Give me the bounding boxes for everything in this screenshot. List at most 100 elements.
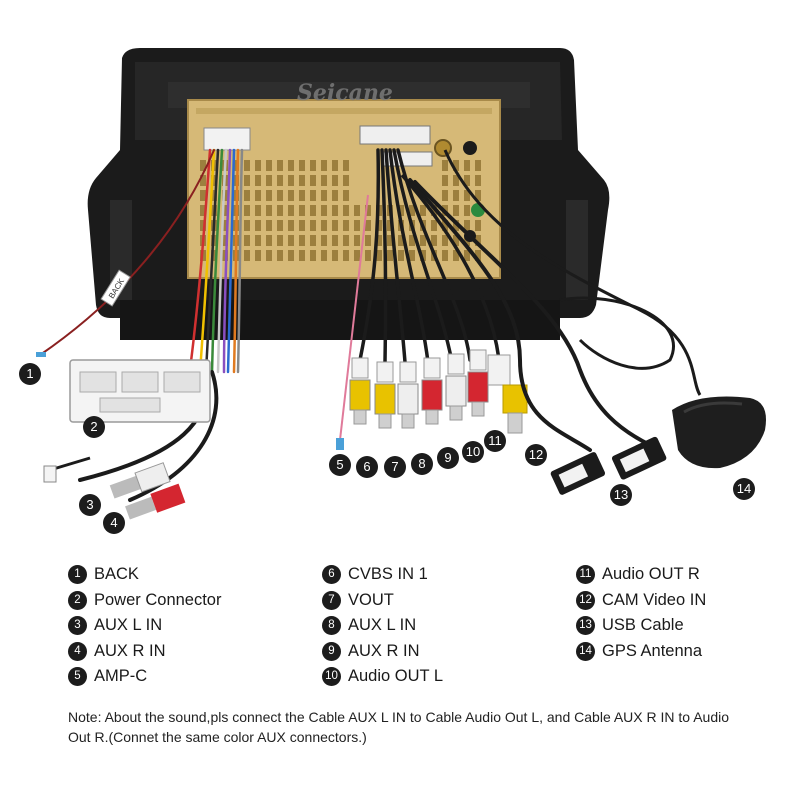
- chassis-vent-slot: [387, 220, 393, 231]
- aux-in-rca-plugs-left: [43, 456, 186, 520]
- chassis-vent-slot: [255, 160, 261, 171]
- legend-label: VOUT: [348, 590, 394, 609]
- chassis-vent-slot: [376, 220, 382, 231]
- chassis-vent-slot: [343, 205, 349, 216]
- chassis-vent-slot: [310, 205, 316, 216]
- chassis-vent-slot: [222, 205, 228, 216]
- chassis-vent-slot: [453, 160, 459, 171]
- chassis-vent-slot: [255, 220, 261, 231]
- callout-13: 13: [610, 484, 632, 506]
- legend-item: 10 Audio OUT L: [322, 664, 443, 690]
- chassis-vent-slot: [387, 235, 393, 246]
- gps-cable: [443, 149, 702, 396]
- chassis-vent-slot: [431, 220, 437, 231]
- chassis-vent-slot: [475, 235, 481, 246]
- callout-1: 1: [19, 363, 41, 385]
- chassis-vent-slot: [299, 220, 305, 231]
- chassis-vent-slot: [255, 250, 261, 261]
- chassis-vent-slot: [200, 175, 206, 186]
- chassis-vent-slot: [299, 205, 305, 216]
- legend-number: 12: [576, 590, 595, 610]
- usb-plug-2: [611, 436, 667, 480]
- chassis-vent-slot: [453, 205, 459, 216]
- callout-12: 12: [525, 444, 547, 466]
- chassis-vent-slot: [442, 250, 448, 261]
- chassis-vent-slot: [343, 160, 349, 171]
- legend-label: CVBS IN 1: [348, 565, 428, 584]
- chassis-vent-slot: [420, 235, 426, 246]
- brand-logo: Seicane: [297, 80, 393, 106]
- chassis-vent-slot: [464, 190, 470, 201]
- chassis-vent-slot: [332, 250, 338, 261]
- chassis-vent-slot: [398, 235, 404, 246]
- chassis-vent-slot: [332, 160, 338, 171]
- callout-2: 2: [83, 416, 105, 438]
- chassis-vent-slot: [277, 220, 283, 231]
- callout-7: 7: [384, 456, 406, 478]
- chassis-vent-slot: [409, 250, 415, 261]
- chassis-vent-slot: [354, 235, 360, 246]
- chassis-vent-slot: [200, 250, 206, 261]
- chassis-vent-slot: [266, 220, 272, 231]
- legend-label: AUX L IN: [94, 616, 163, 635]
- chassis-vent-slot: [475, 175, 481, 186]
- callout-3: 3: [79, 494, 101, 516]
- chassis-vent-slot: [321, 160, 327, 171]
- chassis-vent-slot: [299, 190, 305, 201]
- chassis-vent-slot: [211, 175, 217, 186]
- chassis-vent-slot: [310, 250, 316, 261]
- chassis-vent-slot: [310, 175, 316, 186]
- chassis-vent-slot: [321, 175, 327, 186]
- chassis-vent-slot: [222, 220, 228, 231]
- chassis-vent-slot: [464, 175, 470, 186]
- chassis-vent-slot: [475, 220, 481, 231]
- callout-4: 4: [103, 512, 125, 534]
- legend-label: AMP-C: [94, 667, 148, 686]
- callout-8: 8: [411, 453, 433, 475]
- chassis-vent-slot: [453, 250, 459, 261]
- chassis-vent-slot: [376, 250, 382, 261]
- legend-label: Audio OUT L: [348, 667, 444, 686]
- chassis-vent-slot: [255, 190, 261, 201]
- chassis-vent-slot: [222, 190, 228, 201]
- legend-number: 10: [322, 667, 341, 687]
- chassis-vent-slot: [332, 190, 338, 201]
- callout-5: 5: [329, 454, 351, 476]
- rca-plug-aux-l-in: [397, 361, 419, 429]
- chassis-vent-slot: [431, 235, 437, 246]
- chassis-vent-slot: [321, 190, 327, 201]
- chassis-vent-slot: [354, 220, 360, 231]
- chassis-vent-slot: [288, 235, 294, 246]
- chassis-vent-slot: [442, 235, 448, 246]
- callout-10: 10: [462, 441, 484, 463]
- amp-c-wire: [339, 194, 369, 441]
- chassis-vent-slot: [255, 235, 261, 246]
- chassis-vent-slot: [310, 160, 316, 171]
- rca-plug-audio-out-r: [467, 349, 489, 417]
- chassis-vent-slot: [288, 205, 294, 216]
- chassis-vent-slot: [409, 205, 415, 216]
- chassis-vent-slot: [288, 220, 294, 231]
- legend-number: 2: [68, 590, 87, 610]
- chassis-vent-slot: [233, 160, 239, 171]
- legend-number: 1: [68, 565, 87, 585]
- legend-label: AUX R IN: [94, 641, 166, 660]
- chassis-vent-slot: [475, 190, 481, 201]
- chassis-vent-slot: [442, 160, 448, 171]
- chassis-vent-slot: [244, 160, 250, 171]
- chassis-vent-slot: [266, 235, 272, 246]
- chassis-vent-slot: [464, 250, 470, 261]
- connection-note: Note: About the sound,pls connect the Ca…: [68, 709, 730, 745]
- callout-6: 6: [356, 456, 378, 478]
- chassis-vent-slot: [453, 190, 459, 201]
- chassis-vent-slot: [244, 250, 250, 261]
- chassis-vent-slot: [475, 250, 481, 261]
- chassis-vent-slot: [332, 220, 338, 231]
